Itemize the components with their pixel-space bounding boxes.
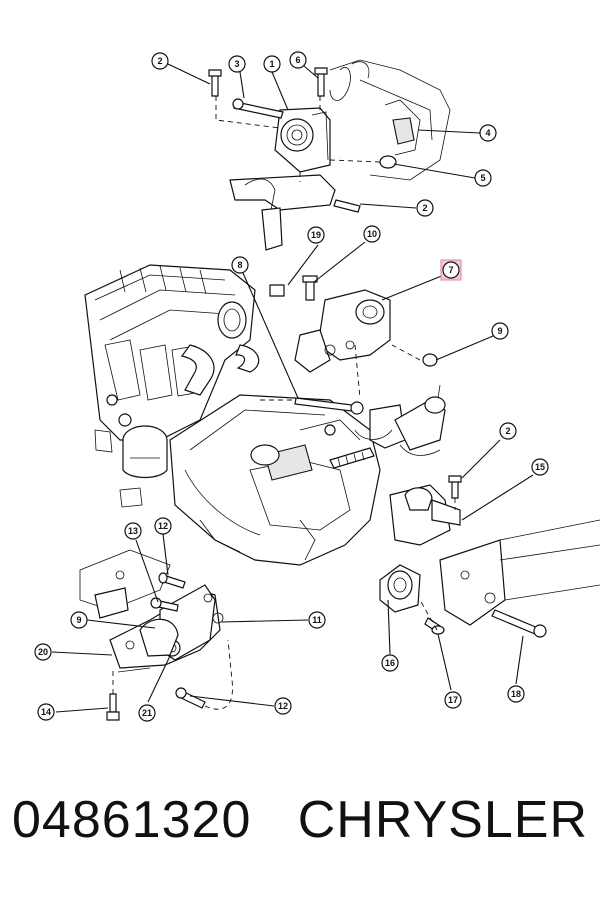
svg-text:4: 4 [485,128,490,138]
footer: 04861320 CHRYSLER [0,790,600,870]
svg-text:15: 15 [535,462,545,472]
svg-text:3: 3 [234,59,239,69]
callout-6: 6 [289,51,307,69]
svg-text:10: 10 [367,229,377,239]
callout-2-top: 2 [151,52,169,70]
svg-text:20: 20 [38,647,48,657]
callout-16: 16 [381,654,399,672]
svg-text:14: 14 [41,707,51,717]
svg-text:7: 7 [448,265,453,275]
callout-12-bottom: 12 [274,697,292,715]
svg-text:17: 17 [448,695,458,705]
left-lower-bracket [79,549,233,721]
svg-text:5: 5 [480,173,485,183]
callout-15: 15 [531,458,549,476]
svg-text:16: 16 [385,658,395,668]
callout-13: 13 [124,522,142,540]
svg-text:6: 6 [295,55,300,65]
callout-14: 14 [37,703,55,721]
callout-17: 17 [444,691,462,709]
callout-4: 4 [479,124,497,142]
svg-text:9: 9 [76,615,81,625]
callout-21: 21 [138,704,156,722]
svg-text:9: 9 [497,326,502,336]
right-lower-bracket [379,475,600,638]
svg-text:2: 2 [505,426,510,436]
callout-5: 5 [474,169,492,187]
callout-1: 1 [263,55,281,73]
callout-18: 18 [507,685,525,703]
svg-text:13: 13 [128,526,138,536]
svg-text:12: 12 [278,701,288,711]
engine-block [84,264,260,508]
callout-8: 8 [231,256,249,274]
callout-12-top: 12 [154,517,172,535]
callout-2-right: 2 [499,422,517,440]
mount-bracket-7 [269,275,438,399]
callout-9-right: 9 [491,322,509,340]
upper-mount-assembly [208,59,451,251]
svg-text:19: 19 [311,230,321,240]
svg-text:2: 2 [422,203,427,213]
callout-2-mid: 2 [416,199,434,217]
transaxle [169,394,381,566]
svg-text:12: 12 [158,521,168,531]
leader-lines [51,63,534,713]
callout-19: 19 [307,226,325,244]
svg-text:2: 2 [157,56,162,66]
callout-3: 3 [228,55,246,73]
part-number: 04861320 [12,791,252,849]
callout-11: 11 [308,611,326,629]
callout-20: 20 [34,643,52,661]
brand-name: CHRYSLER [297,791,588,849]
callout-7-highlighted: 7 [440,259,462,281]
callout-10: 10 [363,225,381,243]
svg-text:18: 18 [511,689,521,699]
svg-text:11: 11 [312,615,322,625]
callout-9-left: 9 [70,611,88,629]
svg-text:8: 8 [237,260,242,270]
right-damper-assembly [354,384,446,456]
svg-text:21: 21 [142,708,152,718]
svg-text:1: 1 [269,59,274,69]
